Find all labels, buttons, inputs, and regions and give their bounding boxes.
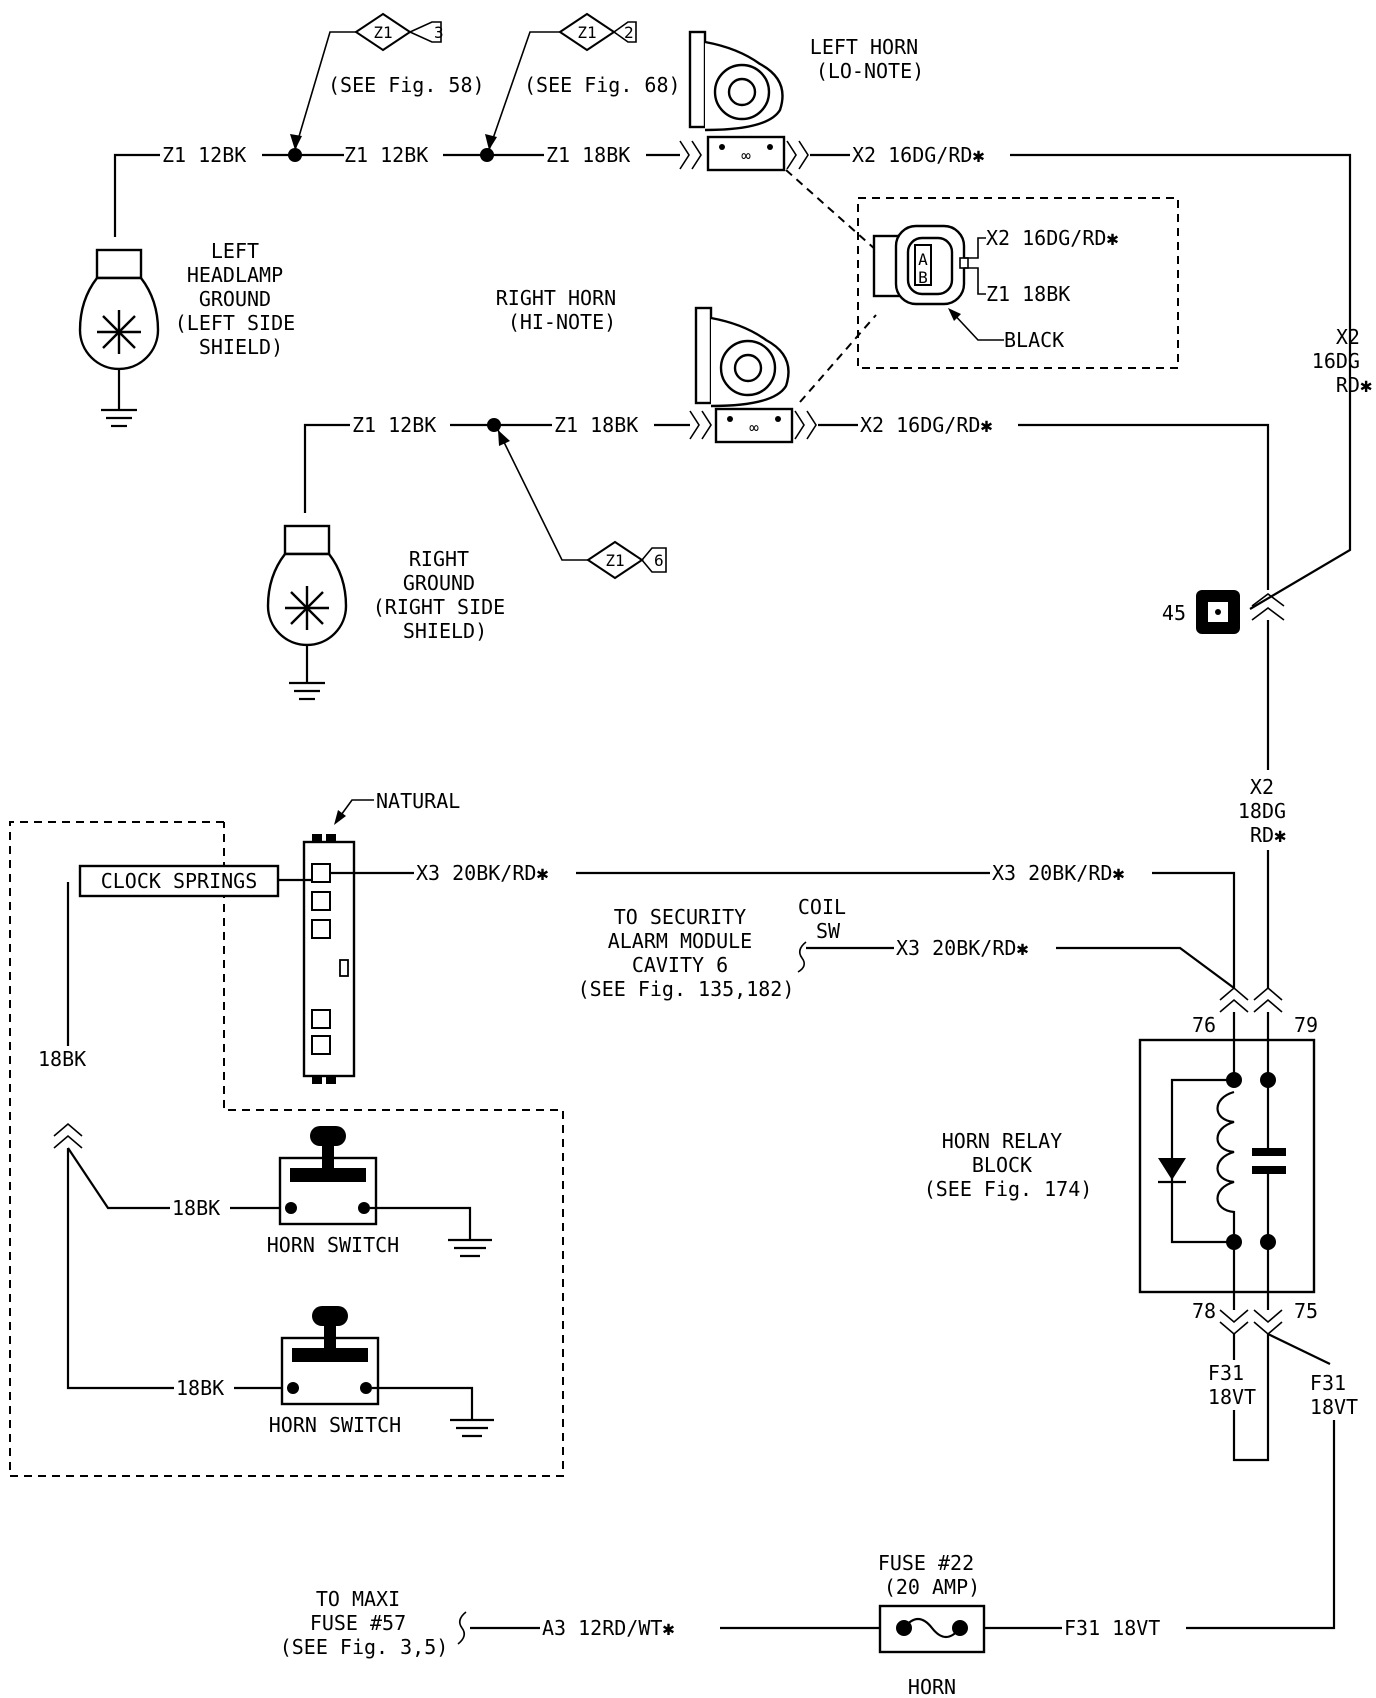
cavity-75-label: 75 bbox=[1294, 1299, 1318, 1323]
wire-label-z1-12bk-b: Z1 12BK bbox=[344, 143, 428, 167]
wire-label-f31-right: F31 18VT bbox=[1310, 1371, 1358, 1419]
horn-connector-detail: A B bbox=[872, 224, 1004, 341]
clock-spring-connector bbox=[302, 834, 356, 1084]
svg-text:3: 3 bbox=[434, 23, 444, 42]
wire-label-x2-16dg-rd-a: X2 16DG/RD✱ bbox=[852, 143, 984, 167]
wire-label-a3: A3 12RD/WT✱ bbox=[542, 1616, 674, 1640]
horn-switch-1-label: HORN SWITCH bbox=[267, 1233, 399, 1257]
pin-b: B bbox=[918, 268, 928, 287]
wire-label-x2-16dg-rd-b: X2 16DG/RD✱ bbox=[860, 413, 992, 437]
fuse-name: HORN bbox=[908, 1675, 956, 1698]
svg-text:2: 2 bbox=[624, 23, 634, 42]
splice-45-label: 45 bbox=[1162, 601, 1186, 625]
svg-text:Z1: Z1 bbox=[373, 23, 392, 42]
splice-dot-3 bbox=[487, 418, 501, 432]
right-ground-lamp bbox=[266, 524, 348, 701]
wire-label-z1-12bk-c: Z1 12BK bbox=[352, 413, 436, 437]
cavity-76-label: 76 bbox=[1192, 1013, 1216, 1037]
horn-switch-1 bbox=[278, 1126, 378, 1226]
wire-label-f31-left: F31 18VT bbox=[1208, 1361, 1256, 1409]
wire-label-z1-18bk-b: Z1 18BK bbox=[554, 413, 638, 437]
horn-switch-2-label: HORN SWITCH bbox=[269, 1413, 401, 1437]
connector-z1-label: Z1 18BK bbox=[986, 282, 1070, 306]
wire-label-z1-12bk-a: Z1 12BK bbox=[162, 143, 246, 167]
wire-label-f31-18vt: F31 18VT bbox=[1064, 1616, 1160, 1640]
see-fig-68: (SEE Fig. 68) bbox=[524, 73, 681, 97]
splice-dot-2 bbox=[480, 148, 494, 162]
svg-text:Z1: Z1 bbox=[577, 23, 596, 42]
ref-z1-6: Z1 6 bbox=[497, 429, 667, 580]
right-horn-label: RIGHT HORN (HI-NOTE) bbox=[496, 286, 628, 334]
cavity-78-label: 78 bbox=[1192, 1299, 1216, 1323]
wire-label-x2-vert: X2 16DG RD✱ bbox=[1312, 325, 1372, 397]
horn-switch-2 bbox=[280, 1306, 380, 1406]
ref-z1-3: Z1 3 bbox=[290, 12, 444, 151]
svg-text:∞: ∞ bbox=[749, 418, 759, 437]
wire-label-18bk-sw1: 18BK bbox=[172, 1196, 220, 1220]
natural-label: NATURAL bbox=[376, 789, 460, 813]
svg-text:6: 6 bbox=[654, 551, 664, 570]
wire-label-z1-18bk-a: Z1 18BK bbox=[546, 143, 630, 167]
cavity-79-label: 79 bbox=[1294, 1013, 1318, 1037]
pin-a: A bbox=[918, 250, 928, 269]
horn-fuse bbox=[878, 1604, 986, 1654]
wire-label-18bk-vert: 18BK bbox=[38, 1047, 86, 1071]
horn-relay-label: HORN RELAY BLOCK (SEE Fig. 174) bbox=[924, 1129, 1093, 1201]
left-horn: ∞ bbox=[679, 30, 809, 172]
svg-text:∞: ∞ bbox=[741, 146, 751, 165]
steering-column-boundary bbox=[9, 821, 564, 1477]
see-fig-58: (SEE Fig. 58) bbox=[328, 73, 485, 97]
clock-springs-label: CLOCK SPRINGS bbox=[101, 869, 258, 893]
left-headlamp-ground-lamp bbox=[78, 153, 160, 428]
svg-text:Z1: Z1 bbox=[605, 551, 624, 570]
maxi-fuse-label: TO MAXI FUSE #57 (SEE Fig. 3,5) bbox=[280, 1587, 449, 1659]
security-module-label: TO SECURITY ALARM MODULE CAVITY 6 (SEE F… bbox=[578, 905, 795, 1001]
wire-label-x3-c: X3 20BK/RD✱ bbox=[896, 936, 1028, 960]
horn-switch-2-ground-icon bbox=[450, 1418, 494, 1438]
wire-label-x3-a: X3 20BK/RD✱ bbox=[416, 861, 548, 885]
splice-45-connector bbox=[1196, 590, 1285, 634]
right-ground-label: RIGHT GROUND (RIGHT SIDE SHIELD) bbox=[373, 547, 518, 643]
wire-label-x2-18dg: X2 18DG RD✱ bbox=[1238, 775, 1298, 847]
horn-switch-1-ground-icon bbox=[448, 1238, 492, 1258]
fuse-label: FUSE #22 (20 AMP) bbox=[878, 1551, 986, 1599]
wire-label-x3-b: X3 20BK/RD✱ bbox=[992, 861, 1124, 885]
connector-black-label: BLACK bbox=[1004, 328, 1064, 352]
left-headlamp-ground-label: LEFT HEADLAMP GROUND (LEFT SIDE SHIELD) bbox=[175, 239, 307, 359]
clock-springs-box bbox=[78, 864, 280, 898]
splice-dot-1 bbox=[288, 148, 302, 162]
right-horn: ∞ bbox=[689, 306, 817, 444]
left-horn-label: LEFT HORN (LO-NOTE) bbox=[810, 35, 930, 83]
ref-z1-2: Z1 2 bbox=[485, 12, 637, 151]
connector-x2-label: X2 16DG/RD✱ bbox=[986, 226, 1118, 250]
coil-sw-label: COIL SW bbox=[798, 895, 858, 943]
connector-detail-box bbox=[857, 197, 1179, 369]
wire-label-18bk-sw2: 18BK bbox=[176, 1376, 224, 1400]
